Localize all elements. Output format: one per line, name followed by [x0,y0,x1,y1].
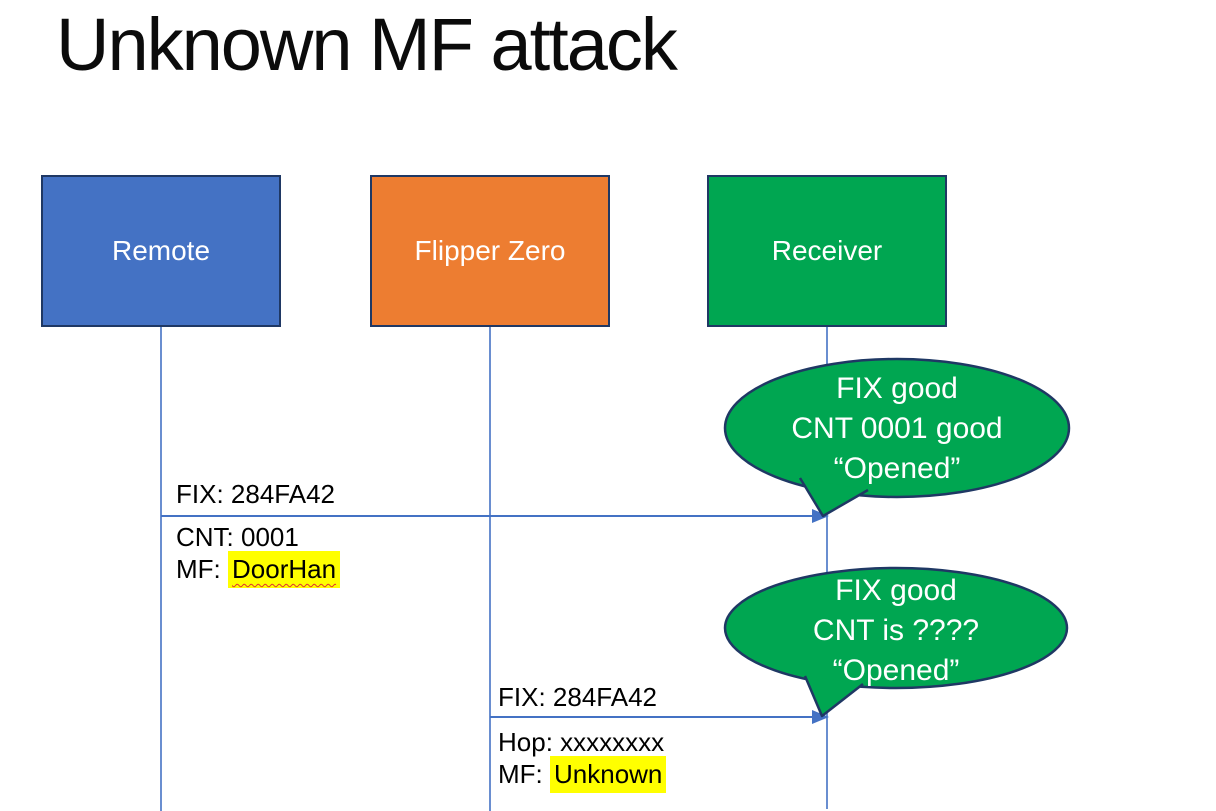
actor-box-flipper-zero: Flipper Zero [370,175,610,327]
message-2-hop-value: xxxxxxxx [560,727,665,757]
message-1-mf-label: MF: DoorHan [176,551,341,588]
message-1-mf-value-highlighted: DoorHan [228,551,341,588]
message-2-hop-label: Hop: xxxxxxxx [498,727,664,758]
message-2-fix-label: FIX: 284FA42 [498,682,657,712]
message-2-hop-prefix: Hop: [498,727,561,757]
callout-bubble-2-ellipse [723,566,1069,690]
actor-label-receiver: Receiver [771,235,883,266]
message-arrow-2-arrowhead-icon [812,710,829,724]
callout-2-text: FIX good CNT is ???? “Opened” [735,571,1057,691]
callout-bubble-2-tail-icon [803,675,864,718]
message-arrow-1-arrowhead-icon [812,509,829,523]
message-2-mf-prefix: MF: [498,759,550,789]
actor-label-remote: Remote [111,235,211,266]
message-1-cnt-label: CNT: 0001 [176,522,299,552]
actor-box-remote: Remote [41,175,281,327]
message-1-fix-label: FIX: 284FA42 [176,479,335,509]
callout-1-text: FIX good CNT 0001 good “Opened” [736,369,1058,489]
callout-1-line-3: “Opened” [833,452,961,485]
callout-1-line-1: FIX good [836,372,958,405]
message-2-mf-label: MF: Unknown [498,756,667,793]
callout-bubble-2 [723,566,1069,718]
callout-1-line-2: CNT 0001 good [791,412,1003,445]
slide-title: Unknown MF attack [56,3,678,86]
callout-bubble-1-tail-icon [798,477,869,518]
actor-box-receiver: Receiver [707,175,947,327]
actor-label-flipper-zero: Flipper Zero [414,235,566,266]
callout-2-line-2: CNT is ???? [812,614,980,647]
message-2-mf-value-highlighted: Unknown [550,756,667,793]
callout-2-line-1: FIX good [835,574,957,607]
callout-2-line-3: “Opened” [832,654,960,687]
callout-bubble-1-ellipse [723,357,1071,499]
callout-bubble-1 [723,357,1071,518]
message-1-mf-prefix: MF: [176,554,228,584]
